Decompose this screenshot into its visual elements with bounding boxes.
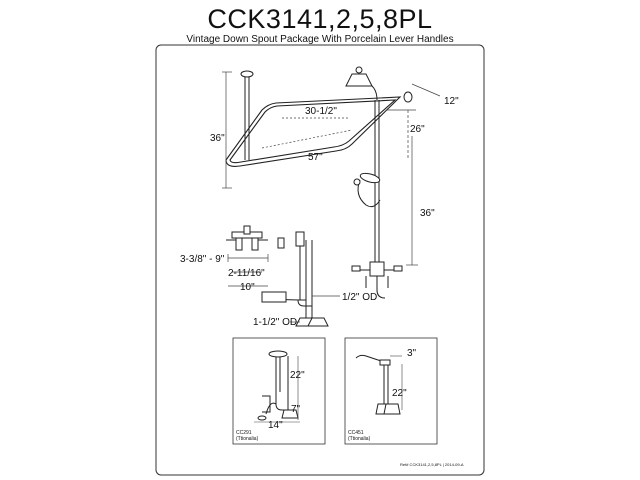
inset-right-dim-3: 3" <box>407 348 417 359</box>
diagram-frame <box>155 44 485 476</box>
hand-shower <box>353 172 381 208</box>
inset-right: 3" 22" CC451 (Ttionalia) <box>344 337 438 445</box>
tub-filler <box>351 261 403 299</box>
inset-left-finish: (Ttionalia) <box>236 436 259 442</box>
dim-half-od: 1/2" OD <box>342 292 377 303</box>
dim-10: 10" <box>240 282 255 293</box>
inset-left: 22" 7" 14" CC291 (Ttionalia) <box>232 337 326 445</box>
deck-faucet <box>226 225 268 251</box>
inset-left-dim-7: 7" <box>291 404 301 415</box>
ceiling-support <box>240 70 254 160</box>
dim-36-right: 36" <box>420 208 435 219</box>
dim-3-3-8-to-9: 3-3/8" - 9" <box>180 254 225 265</box>
footer-reference: Ref# CCK3141,2,5,8PL | 2014-09-A <box>400 462 464 467</box>
inset-left-dim-22: 22" <box>290 370 305 381</box>
dim-57: 57" <box>308 152 323 163</box>
inset-right-code: CC451 <box>348 430 364 436</box>
inset-left-code: CC291 <box>236 430 252 436</box>
dimension-lines <box>222 71 441 323</box>
page-title: CCK3141,2,5,8PL <box>207 4 433 34</box>
inset-left-dim-14: 14" <box>268 420 283 431</box>
dim-12: 12" <box>444 96 459 107</box>
dim-30-half: 30-1/2" <box>305 106 337 117</box>
inset-right-finish: (Ttionalia) <box>348 436 371 442</box>
dim-26: 26" <box>410 124 425 135</box>
inset-right-dim-22: 22" <box>392 388 407 399</box>
drain-assembly <box>261 231 329 327</box>
dim-1-half-od: 1-1/2" OD <box>253 317 297 328</box>
dim-36-left: 36" <box>210 133 225 144</box>
shower-head <box>345 66 373 87</box>
dim-2-11-16: 2-11/16" <box>228 268 265 279</box>
shower-ring <box>225 96 402 167</box>
page-subtitle: Vintage Down Spout Package With Porcelai… <box>186 34 454 45</box>
dimension-labels: 36" 12" 26" 30-1/2" 57" 36" 3-3/8" - 9" … <box>180 96 459 328</box>
